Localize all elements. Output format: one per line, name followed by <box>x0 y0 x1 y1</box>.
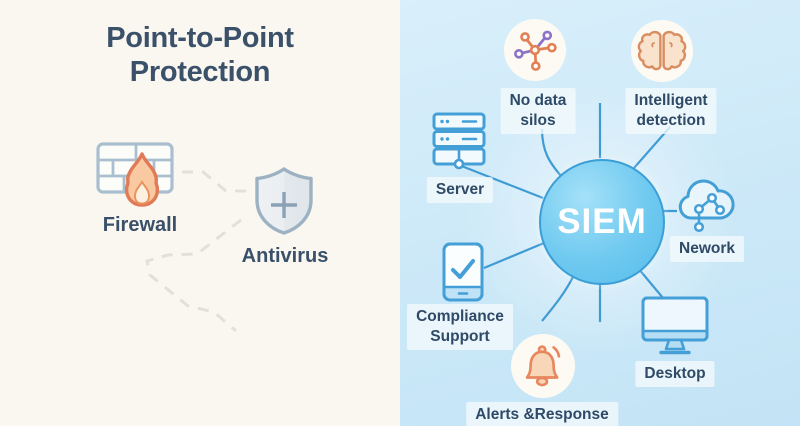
left-panel: Point-to-Point Protection Fi <box>0 0 400 426</box>
server-label: Server <box>426 177 494 204</box>
no-data-silos-node <box>504 19 566 81</box>
firewall-label: Firewall <box>102 214 178 236</box>
intelligent-detection-label: Intelligent detection <box>625 88 717 135</box>
siem-hub-label: SIEM <box>557 202 647 241</box>
desktop-monitor-icon <box>641 296 709 355</box>
tablet-checkmark-icon <box>442 242 484 302</box>
server-node <box>432 112 486 170</box>
alerts-response-node <box>511 334 575 398</box>
no-data-silos-label: No data silos <box>500 88 576 135</box>
antivirus-shield-icon <box>255 167 313 235</box>
compliance-support-label: Compliance Support <box>407 304 513 351</box>
page-title: Point-to-Point Protection <box>106 22 294 88</box>
brain-icon <box>637 30 687 71</box>
compliance-support-node <box>442 242 484 302</box>
cloud-network-icon <box>678 179 735 233</box>
antivirus-label: Antivirus <box>241 245 329 267</box>
nework-label: Nework <box>670 236 744 263</box>
intelligent-detection-node <box>631 20 693 82</box>
desktop-label: Desktop <box>635 361 715 388</box>
bell-icon <box>525 345 561 387</box>
network-molecule-icon <box>514 30 557 71</box>
dashed-connection-lines <box>145 170 247 333</box>
right-panel: SIEM <box>400 0 800 426</box>
siem-hub: SIEM <box>539 159 665 285</box>
spoke-lines <box>458 103 677 322</box>
server-icon <box>432 112 486 170</box>
flame-icon <box>124 152 160 207</box>
nework-node <box>672 178 738 234</box>
desktop-node <box>641 296 709 358</box>
alerts-response-label: Alerts &Response <box>466 402 618 426</box>
